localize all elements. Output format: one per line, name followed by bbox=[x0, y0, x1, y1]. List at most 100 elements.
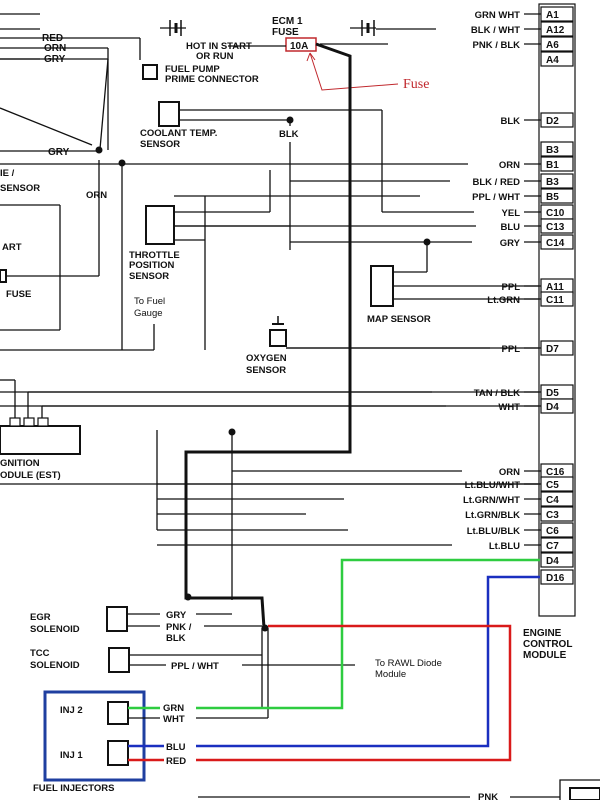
pin-wire-label: ORN bbox=[499, 160, 520, 171]
ecm-pin-label: C4 bbox=[546, 495, 559, 506]
egr-wire-gry: GRY bbox=[166, 610, 187, 621]
wire-label-gry-mid: GRY bbox=[48, 147, 70, 158]
ecm-pin-label: D16 bbox=[546, 573, 565, 584]
coolant-label-line1: COOLANT TEMP. bbox=[140, 128, 217, 139]
ecm-pin-label: C14 bbox=[546, 238, 565, 249]
pin-wire-label: PPL bbox=[502, 282, 521, 293]
inj1-label: INJ 1 bbox=[60, 750, 83, 761]
egr-label-line2: SOLENOID bbox=[30, 624, 80, 635]
ecm-pin-label: C5 bbox=[546, 480, 559, 491]
pin-wire-label: Lt.BLU bbox=[489, 541, 520, 552]
pin-wire-label: WHT bbox=[498, 402, 520, 413]
fuel-pump-label-line1: FUEL PUMP bbox=[165, 64, 220, 75]
pin-wire-label: BLK / RED bbox=[473, 177, 521, 188]
fuse-power-line1: HOT IN START bbox=[186, 41, 252, 52]
pin-wire-label: BLU bbox=[500, 222, 520, 233]
ecm-label-line2: CONTROL bbox=[523, 639, 572, 650]
map-sensor: MAP SENSOR bbox=[367, 238, 539, 325]
ecm-pin-label: C3 bbox=[546, 510, 559, 521]
ecm-pin-label: A6 bbox=[546, 40, 559, 51]
est-label-line2: ODULE (EST) bbox=[0, 470, 61, 481]
oxygen-label-line2: SENSOR bbox=[246, 365, 286, 376]
pin-wire-label: Lt.BLU/WHT bbox=[465, 480, 521, 491]
ecm-pin bbox=[540, 552, 574, 568]
fuel-injectors: INJ 2 INJ 1 FUEL INJECTORS GRN WHT BLU R… bbox=[33, 690, 186, 794]
wire-label-red: RED bbox=[42, 33, 63, 44]
inj1-wire-red: RED bbox=[166, 756, 186, 767]
wire-label-orn: ORN bbox=[44, 43, 66, 54]
coolant-temp-sensor: COOLANT TEMP. SENSOR BLK bbox=[140, 101, 383, 250]
pin-wire-label: GRN WHT bbox=[475, 10, 521, 21]
pin-wire-label: YEL bbox=[502, 208, 521, 219]
ecm-connector: A1A12A6A4D2B3B1B3B5C10C13C14A11C11D7D5D4… bbox=[523, 3, 576, 661]
ecm-pin-label: D4 bbox=[546, 556, 559, 567]
fuse-callout: Fuse bbox=[403, 77, 429, 92]
battery-hot-icon bbox=[350, 20, 376, 36]
ecm-pin-label: C16 bbox=[546, 467, 565, 478]
throttle-label-line1: THROTTLE bbox=[129, 250, 180, 261]
wire-label-gry: GRY bbox=[44, 54, 66, 65]
green-wire bbox=[128, 558, 540, 710]
fuel-gauge-label-line2: Gauge bbox=[134, 308, 163, 319]
ecm-pin-label: C10 bbox=[546, 208, 565, 219]
left-fuse-label: FUSE bbox=[6, 289, 31, 300]
oxygen-sensor: OXYGEN SENSOR bbox=[246, 316, 539, 376]
bottom-wire-pnk: PNK bbox=[478, 792, 498, 800]
ecm-pin-label: C13 bbox=[546, 222, 565, 233]
pin-wire-label: Lt.BLU/BLK bbox=[467, 526, 520, 537]
ecm-pin-label: D2 bbox=[546, 116, 559, 127]
battery-ground-icon bbox=[160, 20, 186, 36]
fuse-title-line1: ECM 1 bbox=[272, 16, 303, 27]
ecm-pin-label: D5 bbox=[546, 388, 559, 399]
ecm-pin bbox=[540, 51, 574, 67]
ecm-pin-label: A4 bbox=[546, 55, 559, 66]
ecm-pin-label: C7 bbox=[546, 541, 559, 552]
inj2-wire-wht: WHT bbox=[163, 714, 185, 725]
wire-label-blk-coolant: BLK bbox=[279, 129, 299, 140]
fuse-power-line2: OR RUN bbox=[196, 51, 234, 62]
inj2-label: INJ 2 bbox=[60, 705, 83, 716]
throttle-label-line3: SENSOR bbox=[129, 271, 169, 282]
est-module: GNITION ODULE (EST) bbox=[0, 379, 539, 481]
fuel-injectors-label: FUEL INJECTORS bbox=[33, 783, 114, 794]
ecm-pin-label: C11 bbox=[546, 295, 564, 306]
pin-wire-label: TAN / BLK bbox=[474, 388, 520, 399]
engine-sensor-partial: IE / SENSOR ART FUSE ORN bbox=[0, 159, 155, 351]
fuel-gauge-label-line1: To Fuel bbox=[134, 296, 165, 307]
ecm-label-line1: ENGINE bbox=[523, 628, 562, 639]
ecm-pin bbox=[540, 141, 574, 157]
ecm-pin-label: A11 bbox=[546, 282, 564, 293]
pin-wire-label: GRY bbox=[500, 238, 521, 249]
pin-wire-label: Lt.GRN/BLK bbox=[465, 510, 520, 521]
inj1-wire-blu: BLU bbox=[166, 742, 186, 753]
pin-wire-label: PNK / BLK bbox=[473, 40, 521, 51]
coolant-label-line2: SENSOR bbox=[140, 139, 180, 150]
ecm-pin-label: D4 bbox=[546, 402, 559, 413]
fuse-title-line2: FUSE bbox=[272, 27, 299, 38]
oxygen-label-line1: OXYGEN bbox=[246, 353, 287, 364]
red-wire bbox=[128, 624, 512, 762]
ecm-pin-label: B3 bbox=[546, 177, 559, 188]
pin-wire-label: BLK bbox=[500, 116, 520, 127]
egr-wire-pnk-line1: PNK / bbox=[166, 622, 192, 633]
pin-wire-label: PPL bbox=[502, 344, 521, 355]
pin-wire-label: ORN bbox=[499, 467, 520, 478]
ecm-pin-label: C6 bbox=[546, 526, 559, 537]
engine-sensor-label-line2: SENSOR bbox=[0, 183, 40, 194]
rawl-label-line1: To RAWL Diode bbox=[375, 658, 442, 669]
ecm-fuse: ECM 1 FUSE HOT IN START OR RUN 10A Fuse bbox=[186, 16, 429, 92]
ecm-pin bbox=[540, 569, 574, 585]
est-label-line1: GNITION bbox=[0, 458, 40, 469]
tcc-label-line2: SOLENOID bbox=[30, 660, 80, 671]
fuel-pump-label-line2: PRIME CONNECTOR bbox=[165, 74, 259, 85]
tcc-solenoid: TCC SOLENOID PPL / WHT To RAWL Diode Mod… bbox=[30, 647, 442, 680]
fuse-value: 10A bbox=[290, 41, 308, 52]
ecm-pins: A1A12A6A4D2B3B1B3B5C10C13C14A11C11D7D5D4… bbox=[540, 6, 574, 585]
egr-label-line1: EGR bbox=[30, 612, 51, 623]
ecm-pin-label: A1 bbox=[546, 10, 559, 21]
throttle-label-line2: POSITION bbox=[129, 260, 175, 271]
ecm-pin-label: A12 bbox=[546, 25, 565, 36]
throttle-position-sensor: THROTTLE POSITION SENSOR To Fuel Gauge bbox=[129, 170, 290, 350]
rawl-label-line2: Module bbox=[375, 669, 406, 680]
